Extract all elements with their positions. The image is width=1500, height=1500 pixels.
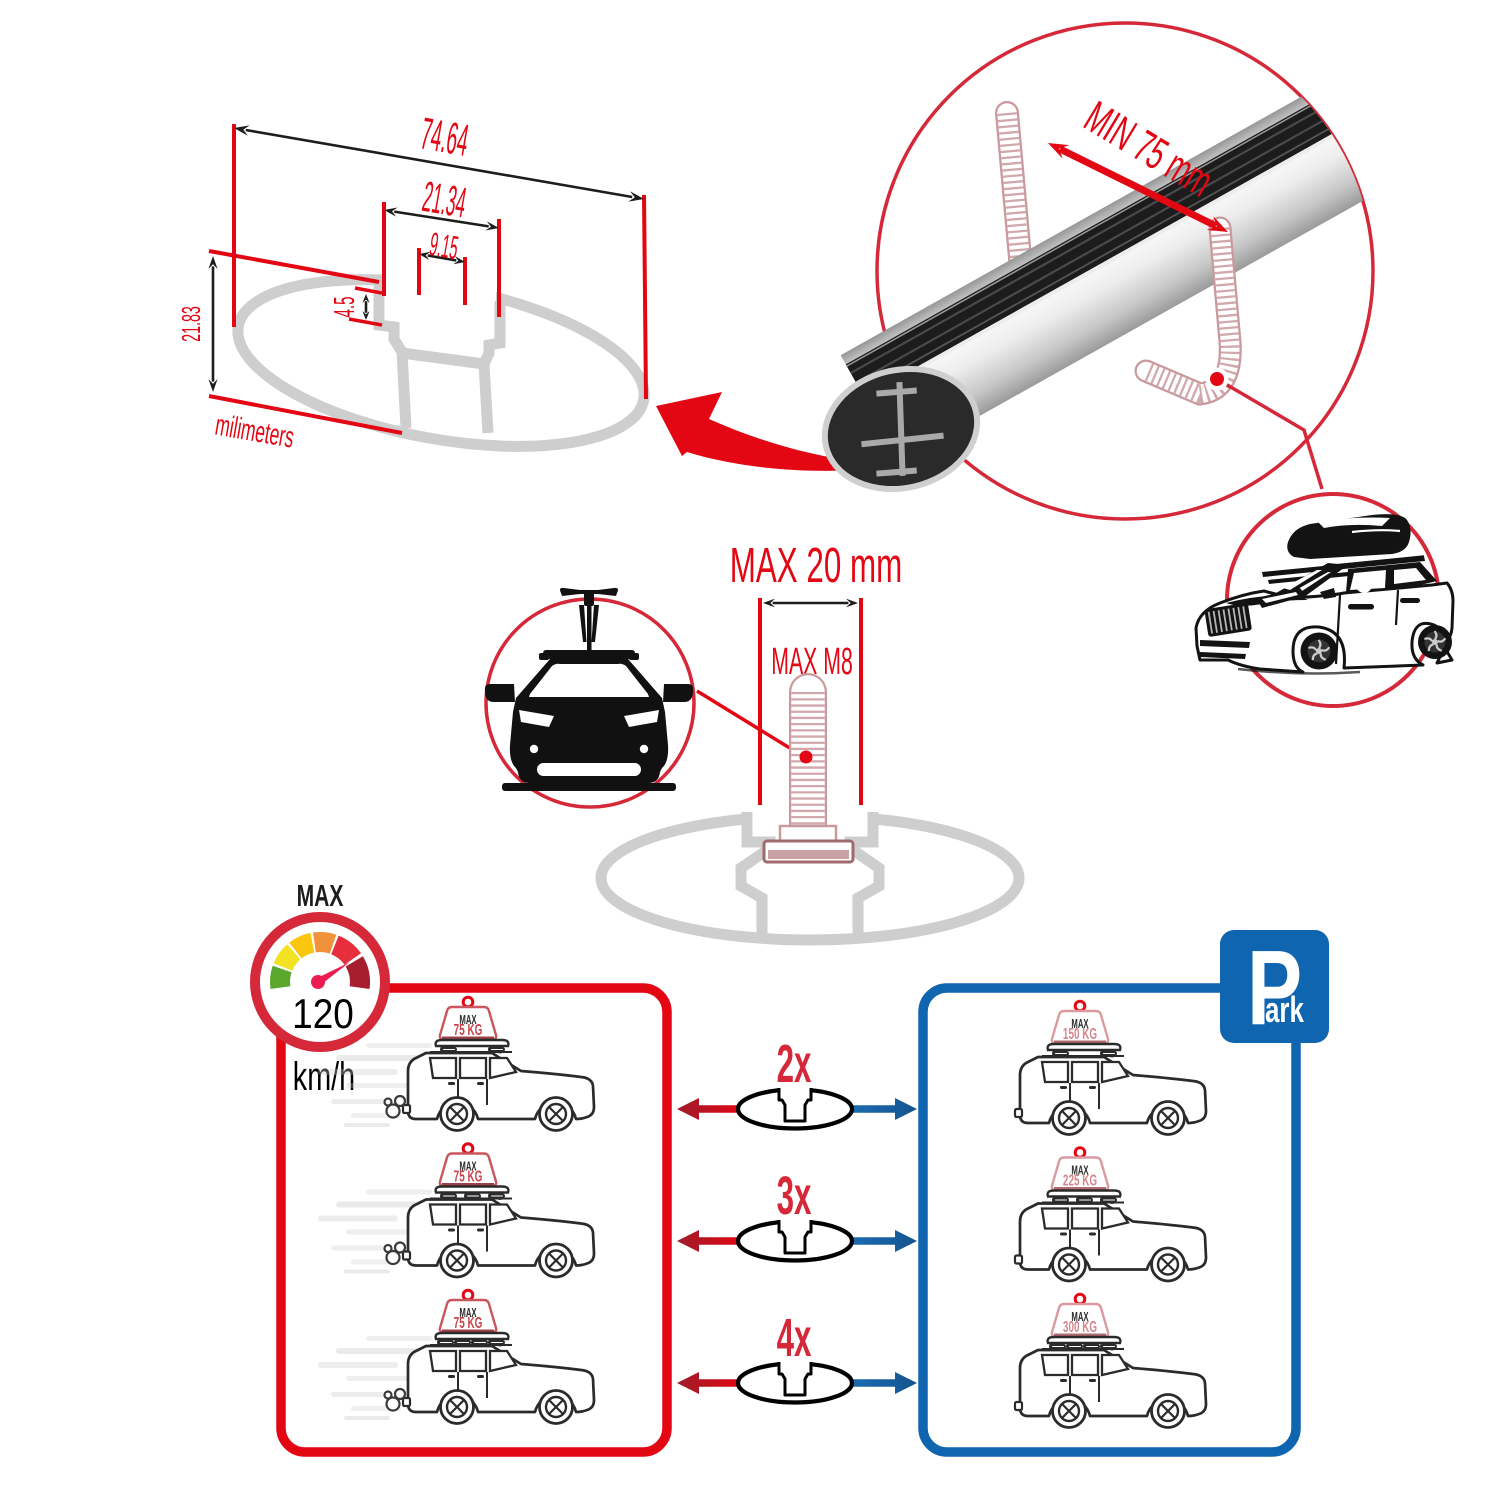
svg-text:MAX: MAX <box>297 878 344 913</box>
svg-text:74.64: 74.64 <box>417 109 472 166</box>
svg-text:225 KG: 225 KG <box>1063 1171 1097 1189</box>
svg-text:21.83: 21.83 <box>178 306 207 342</box>
svg-text:MAX: MAX <box>1071 1311 1088 1324</box>
svg-text:MAX: MAX <box>1071 1018 1088 1031</box>
svg-text:300 KG: 300 KG <box>1063 1318 1097 1336</box>
svg-text:3x: 3x <box>777 1166 812 1226</box>
svg-text:120: 120 <box>292 991 354 1038</box>
svg-text:75 KG: 75 KG <box>454 1314 483 1332</box>
svg-text:P: P <box>1247 929 1302 1047</box>
svg-text:km/h: km/h <box>293 1054 355 1099</box>
svg-text:MAX: MAX <box>459 1307 476 1320</box>
svg-text:MAX 20 mm: MAX 20 mm <box>730 538 902 593</box>
svg-text:MAX: MAX <box>459 1161 476 1174</box>
svg-text:4.5: 4.5 <box>328 297 361 318</box>
svg-text:2x: 2x <box>777 1034 812 1094</box>
svg-text:4x: 4x <box>777 1308 812 1368</box>
svg-text:150 KG: 150 KG <box>1063 1025 1097 1043</box>
svg-text:MAX: MAX <box>459 1014 476 1027</box>
svg-text:75 KG: 75 KG <box>454 1167 483 1185</box>
svg-text:9.15: 9.15 <box>427 227 461 268</box>
svg-text:ark: ark <box>1265 990 1304 1030</box>
svg-text:21.34: 21.34 <box>419 172 470 227</box>
svg-text:75 KG: 75 KG <box>454 1021 483 1039</box>
svg-text:MAX: MAX <box>1071 1165 1088 1178</box>
